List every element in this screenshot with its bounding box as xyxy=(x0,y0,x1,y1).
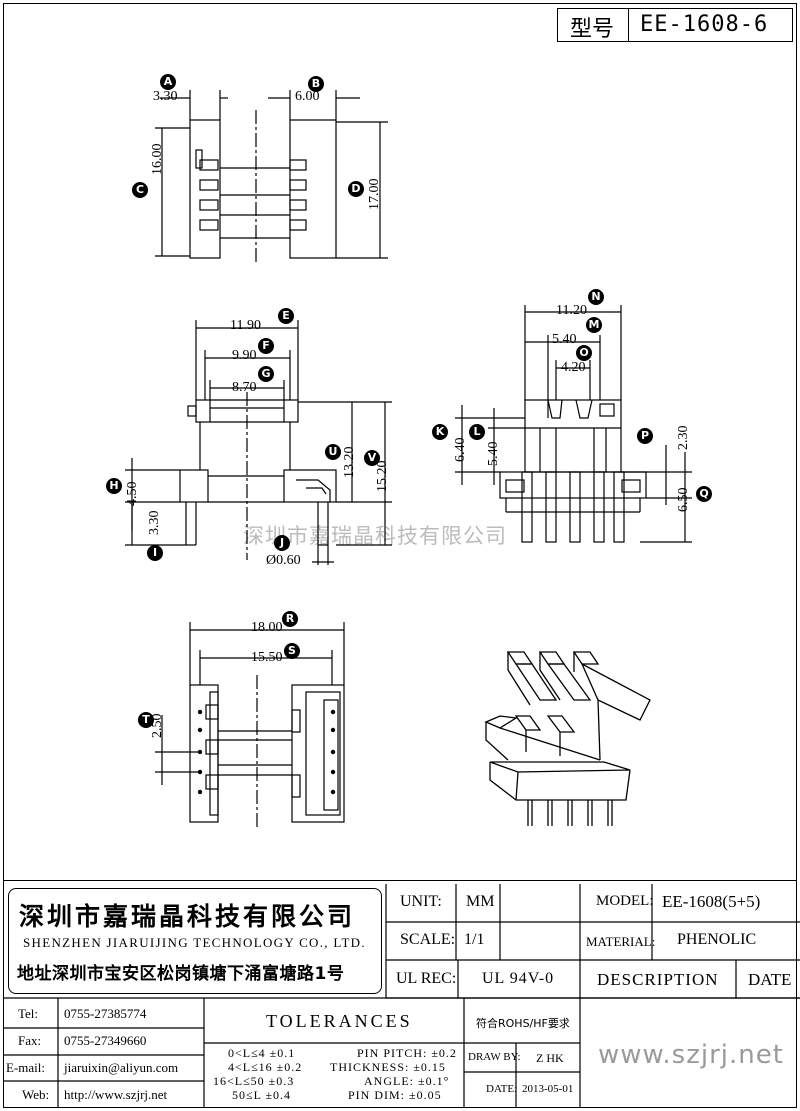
badge-i: I xyxy=(147,545,163,561)
draw-by-label: DRAW BY: xyxy=(468,1051,521,1063)
web-label: Web: xyxy=(22,1087,50,1102)
pin-row-4: PIN DIM: ±0.05 xyxy=(348,1088,442,1102)
pin-row-1: PIN PITCH: ±0.2 xyxy=(357,1046,457,1060)
technical-drawing xyxy=(125,90,692,830)
title-block xyxy=(3,880,797,1108)
dim-L: 5.40 xyxy=(486,441,501,467)
dim-R: 18.00 xyxy=(251,620,283,635)
badge-r: R xyxy=(282,611,298,627)
model-code: EE-1608-6 xyxy=(640,12,769,37)
badge-j: J xyxy=(274,535,290,551)
company-name-cn: 深圳市嘉瑞晶科技有限公司 xyxy=(19,902,356,931)
badge-f: F xyxy=(258,338,274,354)
ul-label: UL REC: xyxy=(396,970,457,987)
scale-value: 1/1 xyxy=(464,931,485,948)
dim-O: 4.20 xyxy=(561,360,586,375)
dim-V: 15.20 xyxy=(375,460,390,493)
badge-e: E xyxy=(278,308,294,324)
top-view xyxy=(155,90,388,262)
front-view xyxy=(455,305,692,543)
badge-l: L xyxy=(469,424,485,440)
bottom-view xyxy=(155,622,345,830)
unit-value: MM xyxy=(466,893,495,910)
badge-d: D xyxy=(348,181,364,197)
date-header-label: DATE xyxy=(748,970,792,989)
badge-n: N xyxy=(588,289,604,305)
badge-c: C xyxy=(132,182,148,198)
badge-g: G xyxy=(258,366,274,382)
rohs-note: 符合ROHS/HF要求 xyxy=(476,1017,570,1030)
tel-value: 0755-27385774 xyxy=(64,1006,147,1021)
dim-M: 5.40 xyxy=(552,332,577,347)
model-value: EE-1608(5+5) xyxy=(662,892,761,911)
dim-I: 3.30 xyxy=(147,510,162,536)
badge-b: B xyxy=(308,76,324,92)
side-view xyxy=(125,320,392,565)
dim-C: 16.00 xyxy=(150,143,165,176)
model-header-box: 型号 EE-1608-6 xyxy=(557,8,793,42)
unit-label: UNIT: xyxy=(400,893,442,910)
badge-h: H xyxy=(106,478,122,494)
material-label: MATERIAL: xyxy=(586,934,656,949)
website-watermark: www.szjrj.net xyxy=(598,1040,784,1070)
dim-S: 15.50 xyxy=(251,650,283,665)
dim-J: Ø0.60 xyxy=(266,553,301,568)
dim-B: 6.00 xyxy=(295,89,320,104)
tolerances-label: TOLERANCES xyxy=(266,1011,413,1031)
dim-N: 11.20 xyxy=(556,303,587,318)
tel-label: Tel: xyxy=(18,1006,39,1021)
company-name-en: SHENZHEN JIARUIJING TECHNOLOGY CO., LTD. xyxy=(23,935,366,950)
isometric-view xyxy=(484,651,651,826)
dim-H: 4.50 xyxy=(125,481,140,507)
tolerance-row-3: 16<L≤50 ±0.3 xyxy=(213,1074,295,1088)
fax-label: Fax: xyxy=(18,1033,42,1048)
date-field-label: DATE: xyxy=(486,1083,518,1095)
dim-E: 11.90 xyxy=(230,318,261,333)
dim-D: 17.00 xyxy=(367,178,382,211)
badge-t: T xyxy=(138,712,154,728)
dim-Q: 6.50 xyxy=(676,487,691,513)
badge-p: P xyxy=(637,428,653,444)
badge-v: V xyxy=(364,450,380,466)
dim-P: 2.30 xyxy=(676,425,691,451)
description-label: DESCRIPTION xyxy=(597,970,719,989)
badge-o: O xyxy=(576,345,592,361)
web-value: http://www.szjrj.net xyxy=(64,1087,168,1102)
material-value: PHENOLIC xyxy=(677,931,757,948)
badge-q: Q xyxy=(696,486,712,502)
pin-row-3: ANGLE: ±0.1° xyxy=(364,1074,450,1088)
tolerance-row-1: 0<L≤4 ±0.1 xyxy=(228,1046,296,1060)
scale-label: SCALE: xyxy=(400,931,456,948)
company-box: 深圳市嘉瑞晶科技有限公司 SHENZHEN JIARUIJING TECHNOL… xyxy=(8,888,382,994)
badge-a: A xyxy=(160,74,176,90)
email-label: E-mail: xyxy=(6,1060,45,1075)
email-value: jiaruixin@aliyun.com xyxy=(64,1060,179,1075)
type-label: 型号 xyxy=(570,17,615,42)
badge-u: U xyxy=(325,444,341,460)
badge-k: K xyxy=(432,424,448,440)
company-address: 地址深圳市宝安区松岗镇塘下涌富塘路1号 xyxy=(17,964,345,984)
dim-G: 8.70 xyxy=(232,380,257,395)
model-label: MODEL: xyxy=(596,893,654,909)
model-header-divider xyxy=(628,8,629,42)
tolerance-row-4: 50≤L ±0.4 xyxy=(232,1088,292,1102)
badge-s: S xyxy=(284,643,300,659)
dim-U: 13.20 xyxy=(342,446,357,479)
dim-K: 6.40 xyxy=(453,437,468,463)
draw-by-value: Z HK xyxy=(536,1051,564,1065)
drawing-frame xyxy=(3,3,797,1108)
badge-m: M xyxy=(586,317,602,333)
date-field-value: 2013-05-01 xyxy=(522,1083,574,1095)
tolerance-row-2: 4<L≤16 ±0.2 xyxy=(228,1060,303,1074)
fax-value: 0755-27349660 xyxy=(64,1033,147,1048)
dim-A: 3.30 xyxy=(153,89,178,104)
pin-row-2: THICKNESS: ±0.15 xyxy=(330,1060,446,1074)
ul-value: UL 94V-0 xyxy=(482,970,555,987)
dim-F: 9.90 xyxy=(232,348,257,363)
